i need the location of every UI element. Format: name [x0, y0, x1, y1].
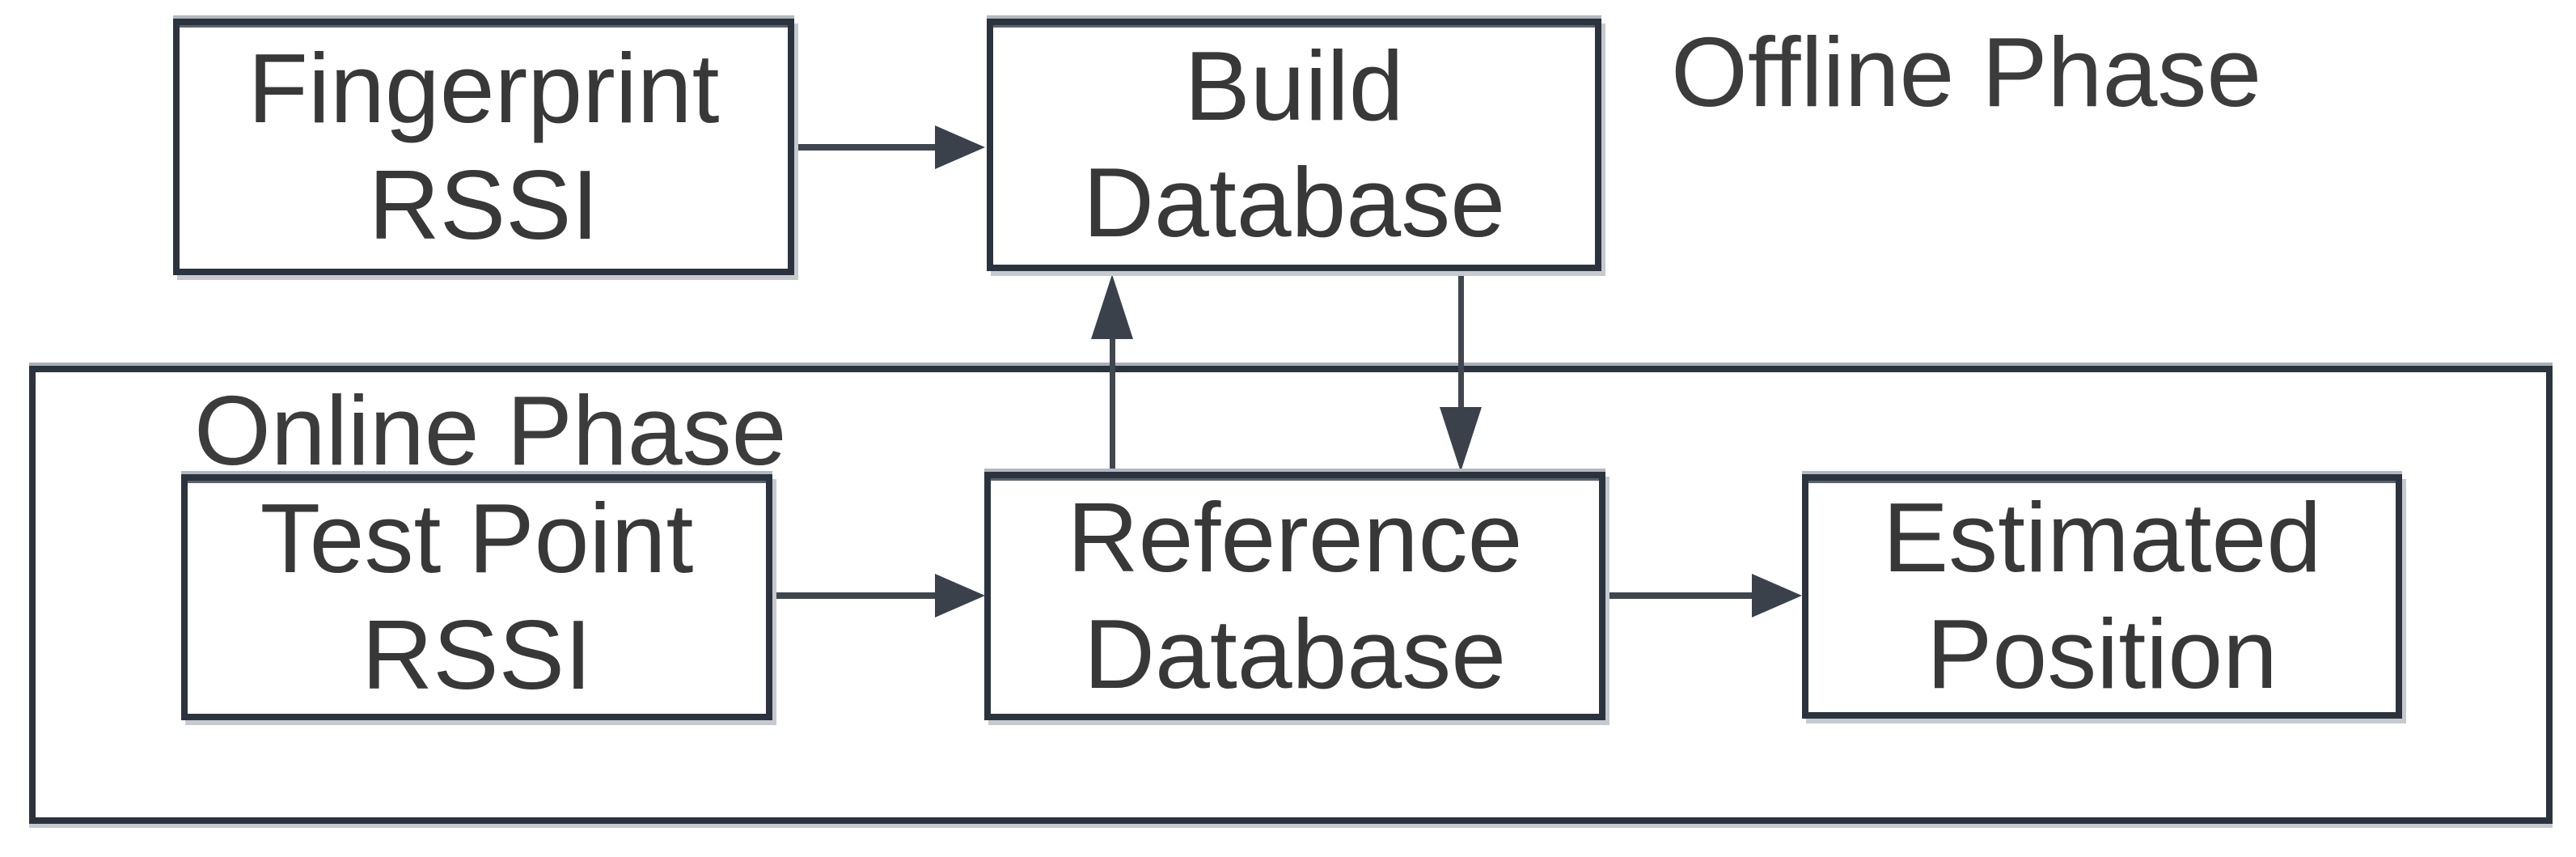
arrow-test-to-reference-stem [772, 592, 940, 599]
arrow-reference-to-build-head-icon [1091, 274, 1133, 339]
box-fingerprint-rssi-line2: RSSI [368, 149, 599, 260]
offline-phase-label: Offline Phase [1671, 17, 2262, 127]
box-reference-database-line2: Database [1083, 598, 1507, 709]
arrow-test-to-reference-head-icon [935, 574, 985, 617]
box-build-database-line2: Database [1082, 147, 1506, 257]
box-test-point-rssi-line2: RSSI [362, 600, 592, 710]
arrow-fingerprint-to-build-stem [794, 144, 940, 151]
arrow-reference-to-build-stem [1110, 324, 1115, 472]
online-phase-label: Online Phase [194, 375, 787, 486]
arrow-reference-to-estimated-head-icon [1752, 574, 1802, 617]
box-reference-database: Reference Database [984, 472, 1605, 720]
box-build-database: Build Database [987, 19, 1601, 271]
arrow-build-to-reference-head-icon [1440, 407, 1482, 472]
box-fingerprint-rssi-line1: Fingerprint [247, 32, 720, 143]
box-estimated-position: Estimated Position [1802, 474, 2402, 719]
box-reference-database-line1: Reference [1067, 482, 1523, 592]
box-estimated-position-line2: Position [1926, 599, 2278, 709]
arrow-reference-to-estimated-stem [1605, 592, 1757, 599]
arrow-build-to-reference-stem [1458, 271, 1464, 417]
box-fingerprint-rssi: Fingerprint RSSI [173, 19, 794, 275]
box-test-point-rssi: Test Point RSSI [181, 474, 772, 720]
arrow-fingerprint-to-build-head-icon [935, 125, 985, 169]
box-estimated-position-line1: Estimated [1882, 482, 2322, 593]
box-test-point-rssi-line1: Test Point [260, 483, 694, 594]
box-build-database-line1: Build [1184, 31, 1404, 142]
